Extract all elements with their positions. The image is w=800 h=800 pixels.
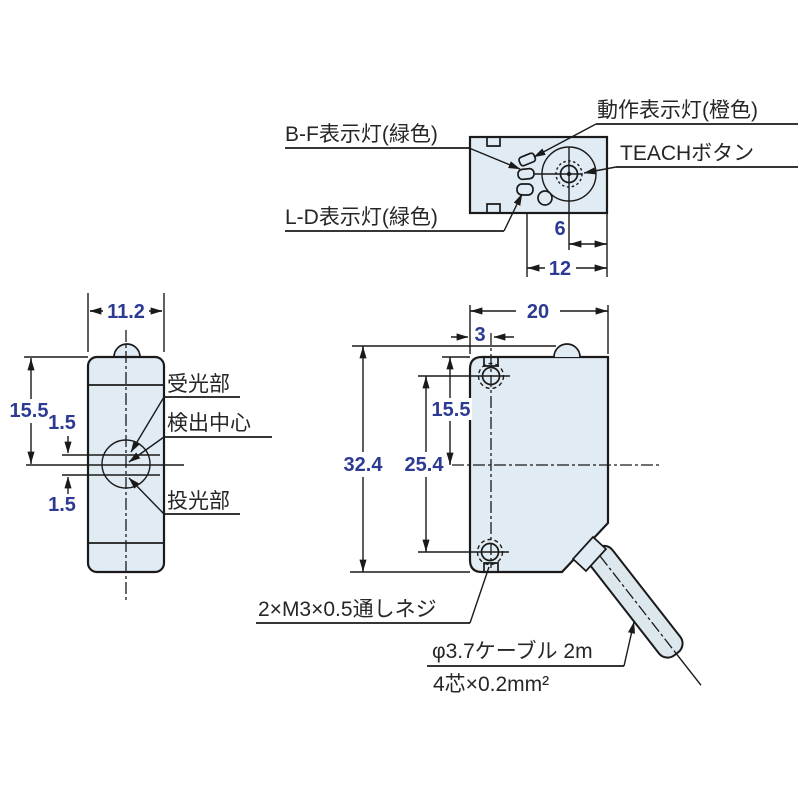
top-view-dimensions: 6 12 [526, 213, 608, 280]
front-width-dimension: 11.2 [87, 293, 165, 352]
teach-button-outer [555, 160, 583, 188]
height-dimension: 32.4 [338, 345, 556, 573]
dim-6: 6 [554, 218, 565, 240]
ld-indicator-lamp [516, 183, 534, 196]
receiver-leader-arrow [130, 396, 165, 453]
side-view: 20 3 32.4 [256, 301, 702, 696]
dim-155-side: 15.5 [432, 399, 471, 421]
front-top-bump [113, 343, 141, 358]
dim-25-4: 25.4 [405, 454, 445, 476]
front-view: 11.2 15.5 1.5 1.5 受光部 検出中心 投光部 [6, 293, 272, 600]
dim-12: 12 [549, 258, 571, 280]
screw-leader [469, 566, 490, 624]
cable-centerline [599, 555, 676, 653]
operation-leader-arrow [533, 123, 597, 158]
dim-155-front: 15.5 [10, 400, 49, 422]
bf-indicator-label: B-F表示灯(緑色) [285, 123, 438, 146]
dim-20: 20 [527, 301, 549, 323]
teach-button-label: TEACHボタン [620, 142, 754, 165]
emitter-label: 投光部 [167, 490, 230, 513]
dim-32-4: 32.4 [344, 454, 384, 476]
screw-note-label: 2×M3×0.5通しネジ [258, 598, 437, 621]
hole-pitch-dimension: 25.4 [400, 375, 472, 553]
dim-15-top: 1.5 [48, 412, 76, 434]
front-offset-dimensions: 1.5 1.5 [48, 412, 76, 516]
top-slot-left-upper [486, 137, 501, 147]
side-top-bump [553, 343, 581, 358]
ld-leader-arrow [503, 193, 523, 232]
bf-leader-arrow [468, 147, 521, 170]
front-155-dimension: 15.5 [6, 356, 88, 464]
lens-circle [101, 439, 151, 489]
bf-indicator-lamp [517, 167, 535, 181]
cable-gland [571, 535, 608, 573]
top-slot-left-lower [486, 203, 501, 213]
pilot-hole [537, 190, 553, 206]
ld-indicator-label: L-D表示灯(緑色) [285, 206, 438, 229]
detection-center-label: 検出中心 [167, 412, 251, 435]
dim-15-bottom: 1.5 [48, 494, 76, 516]
top-view: B-F表示灯(緑色) 動作表示灯(橙色) TEACHボタン L-D表示灯(緑色)… [285, 99, 798, 280]
cable-diameter-label: φ3.7ケーブル 2m [432, 640, 593, 663]
teach-leader-arrow [583, 166, 617, 175]
teach-button-center-dot [566, 171, 572, 177]
hole-offset-dimension: 3 [451, 324, 514, 346]
teach-button [559, 164, 579, 184]
emitter-leader-arrow [128, 477, 165, 515]
side-slot-bottom [483, 562, 499, 571]
detection-center-leader-arrow [128, 436, 165, 463]
mounting-hole-lower [471, 538, 509, 566]
side-155-dimension: 15.5 [428, 356, 472, 465]
cable [587, 544, 702, 686]
cable-wire-tail [674, 651, 702, 686]
mounting-hole-upper [472, 362, 510, 390]
receiver-label: 受光部 [167, 373, 230, 396]
operation-indicator-label: 動作表示灯(橙色) [597, 99, 758, 122]
dim-3: 3 [474, 324, 485, 346]
cable-leader-arrow [623, 621, 635, 667]
dim-11-2: 11.2 [107, 301, 145, 323]
cable-cores-label: 4芯×0.2mm² [433, 673, 549, 696]
